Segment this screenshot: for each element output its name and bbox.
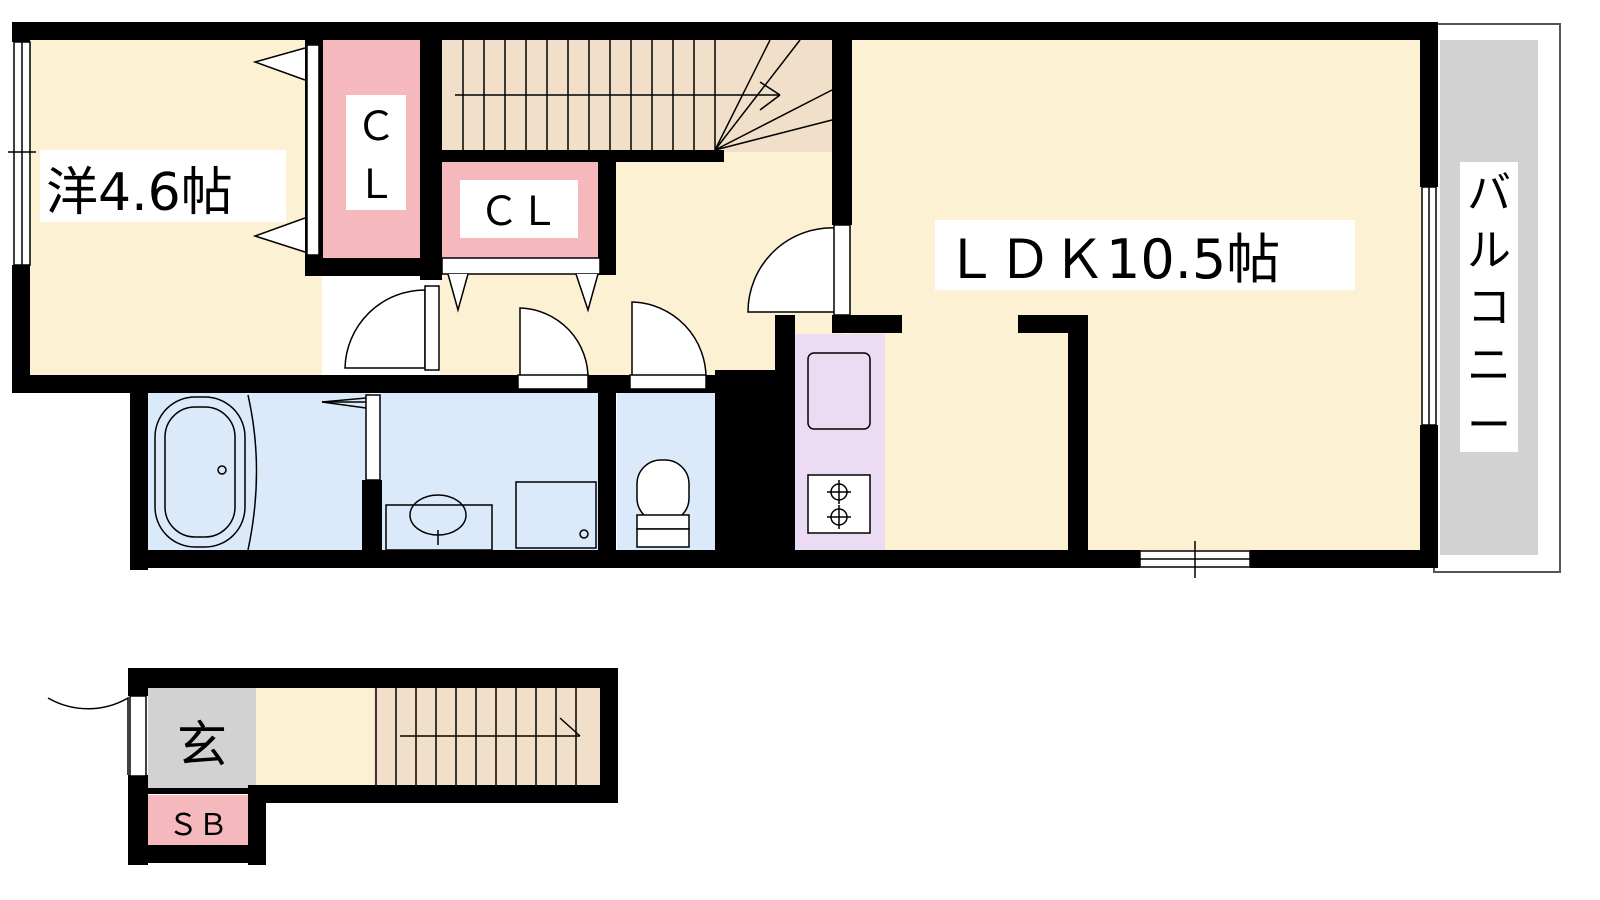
ldk-label: ＬＤＫ10.5帖 (944, 228, 1280, 291)
windows (8, 41, 1437, 578)
entrance-label: 玄 (177, 716, 227, 774)
lower-hall-floor (256, 688, 374, 788)
closet-1-label-c: Ｃ (356, 104, 396, 150)
closet-2-label: ＣＬ (479, 189, 559, 235)
bathtub (154, 396, 246, 548)
lower-stair-steps (375, 688, 581, 785)
western-room-label: 洋4.6帖 (46, 163, 233, 223)
washer-pan (515, 481, 597, 549)
shoe-box-floor (148, 795, 248, 845)
balcony-label-5: ー (1467, 400, 1511, 451)
entrance-floor (148, 688, 256, 788)
balcony-label-3: コ (1467, 282, 1511, 333)
doors (47, 224, 851, 777)
stairs-upper (442, 40, 840, 152)
walls (12, 22, 1438, 865)
washbasin (385, 504, 493, 551)
closet-1-label-l: Ｌ (356, 162, 396, 208)
closet-doors (252, 44, 601, 313)
stairs-lower (374, 688, 602, 788)
shoe-box-label: ＳＢ (168, 808, 228, 843)
toilet (636, 459, 690, 548)
ldk-floor (850, 40, 1424, 555)
balcony-label-4: ニ (1467, 340, 1511, 391)
kitchen-sink (807, 352, 871, 430)
balcony-label-1: バ (1467, 168, 1511, 219)
fixtures (154, 352, 871, 551)
balcony-label-2: ル (1467, 225, 1511, 276)
upper-stair-steps (455, 39, 833, 151)
